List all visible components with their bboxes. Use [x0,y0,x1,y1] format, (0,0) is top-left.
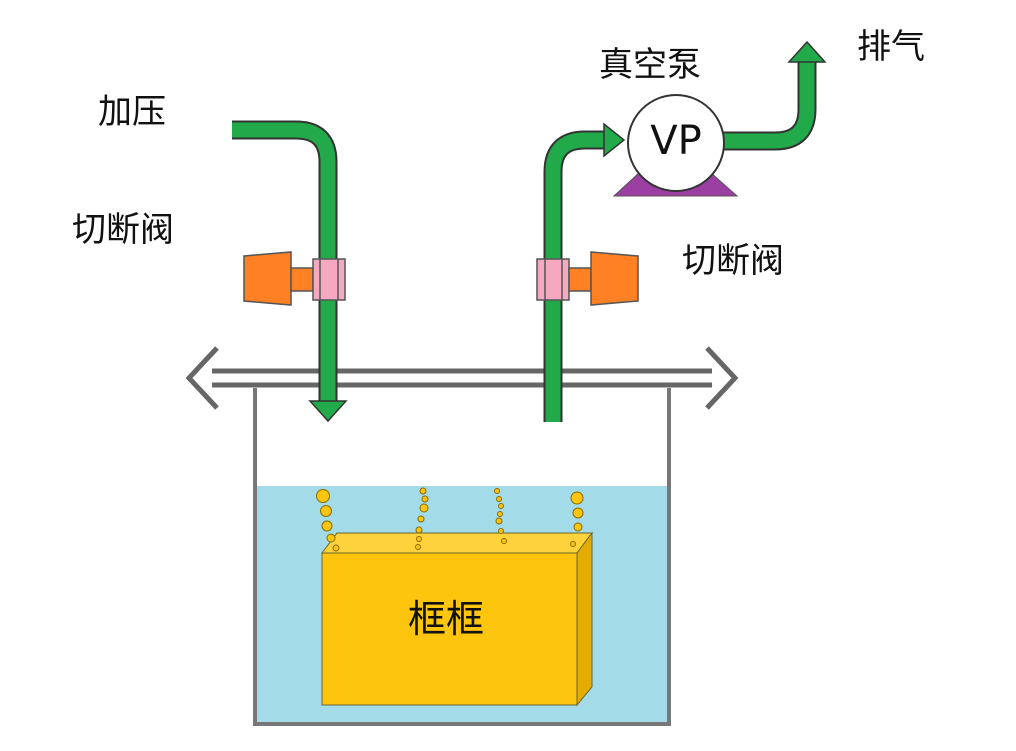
vacuum-pipe-arrowhead-icon [603,122,626,158]
lid-arrow-left-icon [185,346,219,410]
exhaust-pipe-arrowhead-icon [787,40,827,63]
pressure-pipe-arrowhead-icon [308,400,348,423]
tank-wall [253,388,671,726]
air-bubbles [316,487,584,552]
shutoff-valve-right-label: 切断阀 [682,241,784,281]
shutoff-valve-right [536,251,639,306]
pressurize-label: 加压 [98,92,166,132]
pressure-pipe-fill [232,122,336,403]
vacuum-pump-icon [627,94,725,192]
workpiece-label: 框框 [408,597,485,641]
shutoff-valve-left-label: 切断阀 [72,210,174,250]
tank-lid [212,368,712,388]
vacuum-pump-label: 真空泵 [599,45,701,85]
shutoff-valve-left [243,251,346,306]
exhaust-label: 排气 [857,27,925,67]
vacuum-pump-symbol: VP [650,118,702,164]
workpiece-box [321,531,593,707]
exhaust-pipe-fill [723,60,815,149]
lid-arrow-right-icon [705,346,739,410]
vacuum-pipe-fill [545,132,606,422]
